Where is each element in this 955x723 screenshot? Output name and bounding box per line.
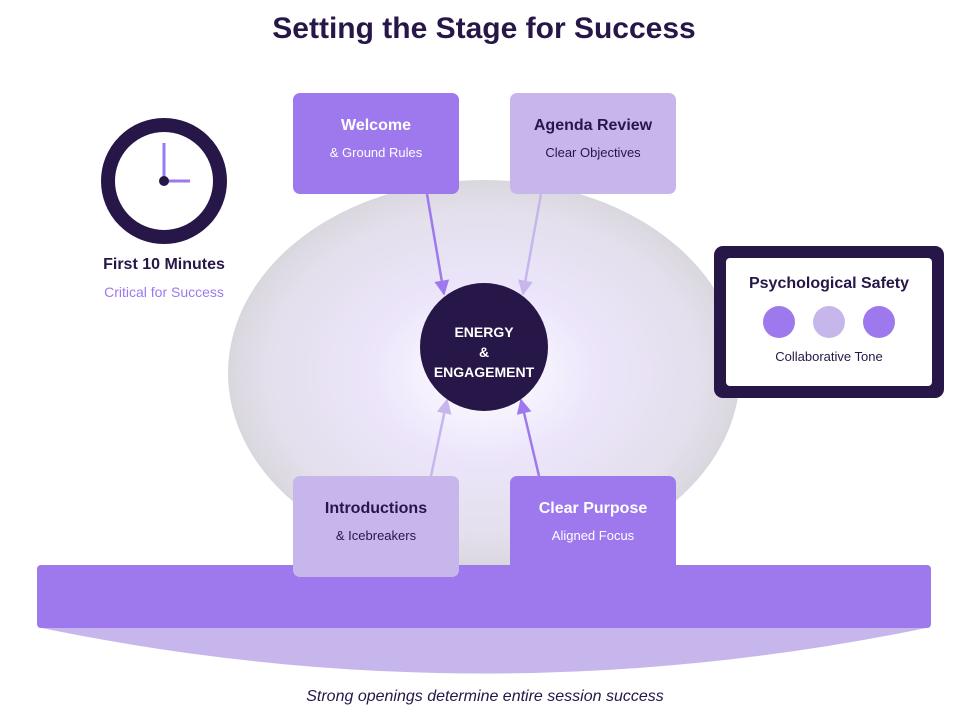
welcome-title: Welcome <box>341 117 411 134</box>
safety-dot <box>863 306 895 338</box>
center-line-2: & <box>478 344 490 360</box>
clock-icon <box>101 118 227 244</box>
safety-dot <box>813 306 845 338</box>
arrow-agenda-to-center <box>518 193 543 296</box>
clock-subtitle: Critical for Success <box>104 284 224 300</box>
agenda-review-subtitle: Clear Objectives <box>545 145 641 160</box>
stage-base <box>37 627 931 674</box>
clear-purpose-title: Clear Purpose <box>538 500 648 517</box>
clock-title: First 10 Minutes <box>103 256 225 273</box>
clear-purpose-box: Clear Purpose Aligned Focus <box>510 476 676 596</box>
psychological-safety-title: Psychological Safety <box>748 275 910 292</box>
introductions-box: Introductions & Icebreakers <box>293 476 459 577</box>
energy-engagement-label: ENERGY & ENGAGEMENT <box>420 322 548 382</box>
introductions-subtitle: & Icebreakers <box>335 528 417 543</box>
welcome-box: Welcome & Ground Rules <box>293 93 459 194</box>
safety-dot <box>763 306 795 338</box>
introductions-title: Introductions <box>324 500 428 517</box>
arrow-introductions-to-center <box>429 398 452 477</box>
psychological-safety-panel: Psychological Safety Collaborative Tone <box>726 258 932 386</box>
page-title: Setting the Stage for Success <box>272 12 696 45</box>
agenda-review-title: Agenda Review <box>533 117 653 134</box>
center-line-3: ENGAGEMENT <box>433 364 535 380</box>
agenda-review-box: Agenda Review Clear Objectives <box>510 93 676 194</box>
psychological-safety-card: Psychological Safety Collaborative Tone <box>714 246 944 398</box>
footer-caption: Strong openings determine entire session… <box>306 688 664 705</box>
welcome-subtitle: & Ground Rules <box>329 145 423 160</box>
stage-platform <box>37 565 931 628</box>
psychological-safety-subtitle: Collaborative Tone <box>775 349 883 364</box>
center-line-1: ENERGY <box>454 324 514 340</box>
arrow-welcome-to-center <box>425 193 450 296</box>
clear-purpose-subtitle: Aligned Focus <box>551 528 635 543</box>
energy-engagement-circle <box>420 283 548 411</box>
safety-dots <box>726 306 932 338</box>
arrow-purpose-to-center <box>516 398 541 477</box>
